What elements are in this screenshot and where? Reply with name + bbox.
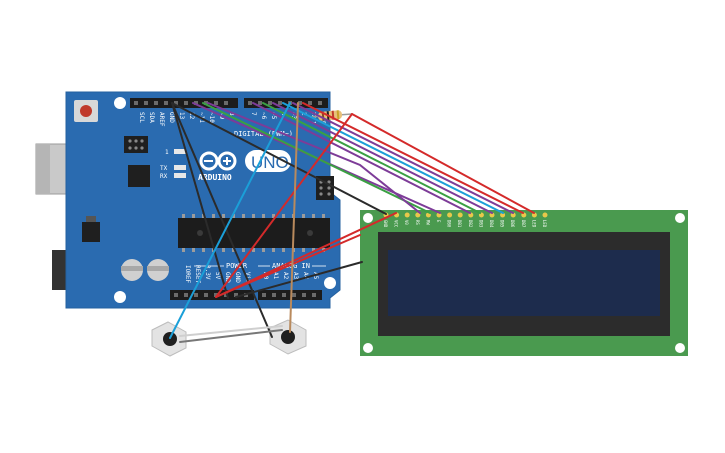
led-tx (174, 165, 186, 170)
push-button-2[interactable] (269, 319, 307, 355)
label-power: POWER (226, 262, 248, 270)
atmega-chip (178, 218, 330, 248)
lcd-pin-label: DB3 (478, 220, 483, 228)
led-l (174, 149, 186, 154)
lcd-pin-label: V0 (404, 220, 409, 225)
wire-purple[interactable] (292, 102, 514, 214)
mount-hole (114, 291, 126, 303)
label-sda: SDA (148, 112, 155, 123)
digital-pin-10: ~10 (208, 112, 215, 123)
label-gnd-top: GND (168, 112, 175, 123)
wire-green[interactable] (202, 102, 431, 214)
lcd-screen (388, 250, 660, 316)
wire-black[interactable] (171, 102, 387, 215)
label-ioref: IOREF (184, 265, 191, 283)
analog-header (258, 290, 322, 300)
wire-purple[interactable] (252, 102, 471, 214)
digital-pin-3: ~3 (290, 112, 297, 120)
analog-pin-a1: A1 (272, 272, 279, 280)
lcd-pin-label: GND (383, 220, 388, 228)
lcd-pin-label: DB0 (447, 220, 452, 228)
lcd-mount-hole (363, 343, 373, 353)
lcd-pin-label: DB1 (457, 220, 462, 228)
lcd-pin-label: DB4 (489, 220, 494, 228)
wire-purple[interactable] (207, 102, 421, 214)
lcd-mount-hole (675, 343, 685, 353)
push-button-1[interactable] (151, 321, 187, 357)
digital-pin-6: ~6 (260, 112, 267, 120)
wire-grey[interactable] (179, 329, 283, 343)
lcd-mount-hole (675, 213, 685, 223)
wire-red[interactable] (302, 102, 524, 214)
wire-red[interactable] (215, 113, 353, 298)
label-gnd-2: GND (234, 272, 241, 283)
label-5v: 5V (214, 272, 221, 280)
lcd-pin-label: DB7 (521, 220, 526, 228)
capacitors (121, 259, 169, 281)
analog-pin-a3: A3 (292, 272, 299, 280)
digital-pin-8: 8 (228, 112, 235, 116)
led-rx (174, 173, 186, 178)
label-reset: RESET (194, 265, 201, 283)
wire-purple[interactable] (272, 102, 493, 214)
wire-brown[interactable] (289, 102, 299, 333)
digital-pin-12: 12 (188, 112, 195, 120)
lcd-pin-label: DB5 (500, 220, 505, 228)
arduino-uno-board[interactable]: ARDUINO UNO SCL SDA AREF GND 13 12 ~11 ~… (35, 91, 341, 309)
label-one: 1 (165, 149, 169, 156)
lcd-pin-label: RW (425, 220, 430, 225)
label-3v3: 3.3V (204, 265, 211, 280)
lcd-module[interactable]: GND VCC V0 RS RW E DB0 DB1 DB2 DB3 DB4 D… (360, 210, 688, 356)
lcd-pin-label: LED (542, 220, 547, 228)
wire-grey[interactable] (179, 325, 283, 337)
wire-black[interactable] (235, 261, 363, 298)
wires (169, 102, 535, 343)
lcd-mount-hole (363, 213, 373, 223)
label-rx: RX (160, 173, 168, 180)
voltage-regulator (82, 222, 100, 242)
analog-pin-a4: A4 (302, 272, 309, 280)
wire-black[interactable] (171, 102, 229, 299)
wire-blue[interactable] (169, 102, 291, 339)
brand-text: ARDUINO (198, 173, 232, 182)
mount-hole (324, 277, 336, 289)
wire-black[interactable] (171, 102, 273, 338)
wire-blue[interactable] (282, 102, 504, 214)
digital-pin-7: 7 (250, 112, 257, 116)
lcd-pin-label: LED (531, 220, 536, 228)
power-header (170, 290, 254, 300)
digital-header-2 (244, 98, 328, 108)
lcd-pin-label: DB6 (510, 220, 515, 228)
mount-hole (114, 97, 126, 109)
wire-green[interactable] (262, 102, 481, 214)
lcd-pin-label: RS (415, 220, 420, 225)
icsp-header-1 (124, 136, 148, 153)
label-analog-in: ANALOG IN (272, 262, 310, 270)
lcd-pin-labels: GND VCC V0 RS RW E DB0 DB1 DB2 DB3 DB4 D… (383, 220, 547, 228)
wire-red[interactable] (351, 113, 535, 214)
lcd-pin-label: DB2 (468, 220, 473, 228)
label-scl: SCL (138, 112, 145, 123)
lcd-pin-row (383, 212, 548, 218)
arduino-logo (199, 151, 237, 171)
lcd-pin-label: E (436, 220, 441, 223)
wire-red[interactable] (215, 234, 361, 298)
lcd-pin-label: VCC (394, 220, 399, 228)
digital-pin-13: 13 (178, 112, 185, 120)
analog-pin-a2: A2 (282, 272, 289, 280)
label-gnd-1: GND (224, 272, 231, 283)
label-tx: TX (160, 165, 168, 172)
icsp-header-2 (316, 176, 334, 200)
label-aref: AREF (158, 112, 165, 127)
usb-chip (128, 165, 150, 187)
digital-pin-5: ~5 (270, 112, 277, 120)
